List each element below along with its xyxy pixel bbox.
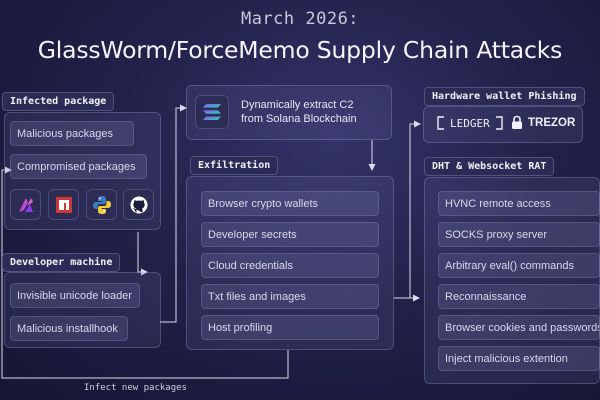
exfil-item-txt-files-and-images: Txt files and images	[201, 284, 379, 309]
c2-text-line2: from Solana Blockchain	[241, 113, 357, 125]
rat-item-socks-proxy: SOCKS proxy server	[438, 222, 600, 247]
dht-rat-panel	[424, 177, 600, 384]
brand-a-icon	[10, 189, 41, 220]
rat-item-browser-cookies: Browser cookies and passwords	[438, 315, 600, 340]
rat-item-inject-extension: Inject malicious extention	[438, 346, 600, 371]
rat-item-arbitrary-eval: Arbitrary eval() commands	[438, 253, 600, 278]
ledger-brand: LEDGER	[437, 116, 503, 130]
ledger-label: LEDGER	[450, 116, 490, 130]
python-icon	[86, 189, 117, 220]
trezor-label: TREZOR	[528, 116, 576, 129]
c2-solana-panel	[186, 85, 392, 140]
malicious-installhook-item: Malicious installhook	[10, 316, 128, 341]
rat-item-reconnaissance: Reconnaissance	[438, 284, 600, 309]
compromised-packages-item: Compromised packages	[10, 154, 147, 179]
date-subtitle: March 2026:	[240, 9, 360, 29]
rat-item-hvnc: HVNC remote access	[438, 191, 600, 216]
c2-text-line1: Dynamically extract C2	[241, 99, 354, 111]
exfil-item-host-profiling: Host profiling	[201, 315, 379, 340]
page-title: GlassWorm/ForceMemo Supply Chain Attacks	[37, 36, 563, 64]
npm-icon	[48, 189, 79, 220]
hardware-wallet-panel	[423, 106, 583, 143]
exfil-item-browser-crypto-wallets: Browser crypto wallets	[201, 191, 379, 216]
loop-caption: Infect new packages	[84, 383, 187, 393]
hardware-wallet-label: Hardware wallet Phishing	[424, 87, 585, 106]
dht-rat-label: DHT & Websocket RAT	[424, 157, 555, 176]
exfiltration-panel	[186, 176, 394, 350]
exfil-item-developer-secrets: Developer secrets	[201, 222, 379, 247]
exfil-item-cloud-credentials: Cloud credentials	[201, 253, 379, 278]
trezor-brand: TREZOR	[511, 115, 575, 130]
lock-icon	[512, 115, 522, 129]
infected-package-label: Infected package	[2, 92, 115, 111]
solana-icon	[195, 95, 229, 129]
github-icon	[123, 189, 154, 220]
developer-machine-panel	[4, 272, 161, 348]
exfiltration-label: Exfiltration	[190, 156, 279, 175]
invisible-unicode-loader-item: Invisible unicode loader	[10, 283, 140, 308]
malicious-packages-item: Malicious packages	[10, 121, 134, 146]
developer-machine-label: Developer machine	[2, 253, 121, 272]
